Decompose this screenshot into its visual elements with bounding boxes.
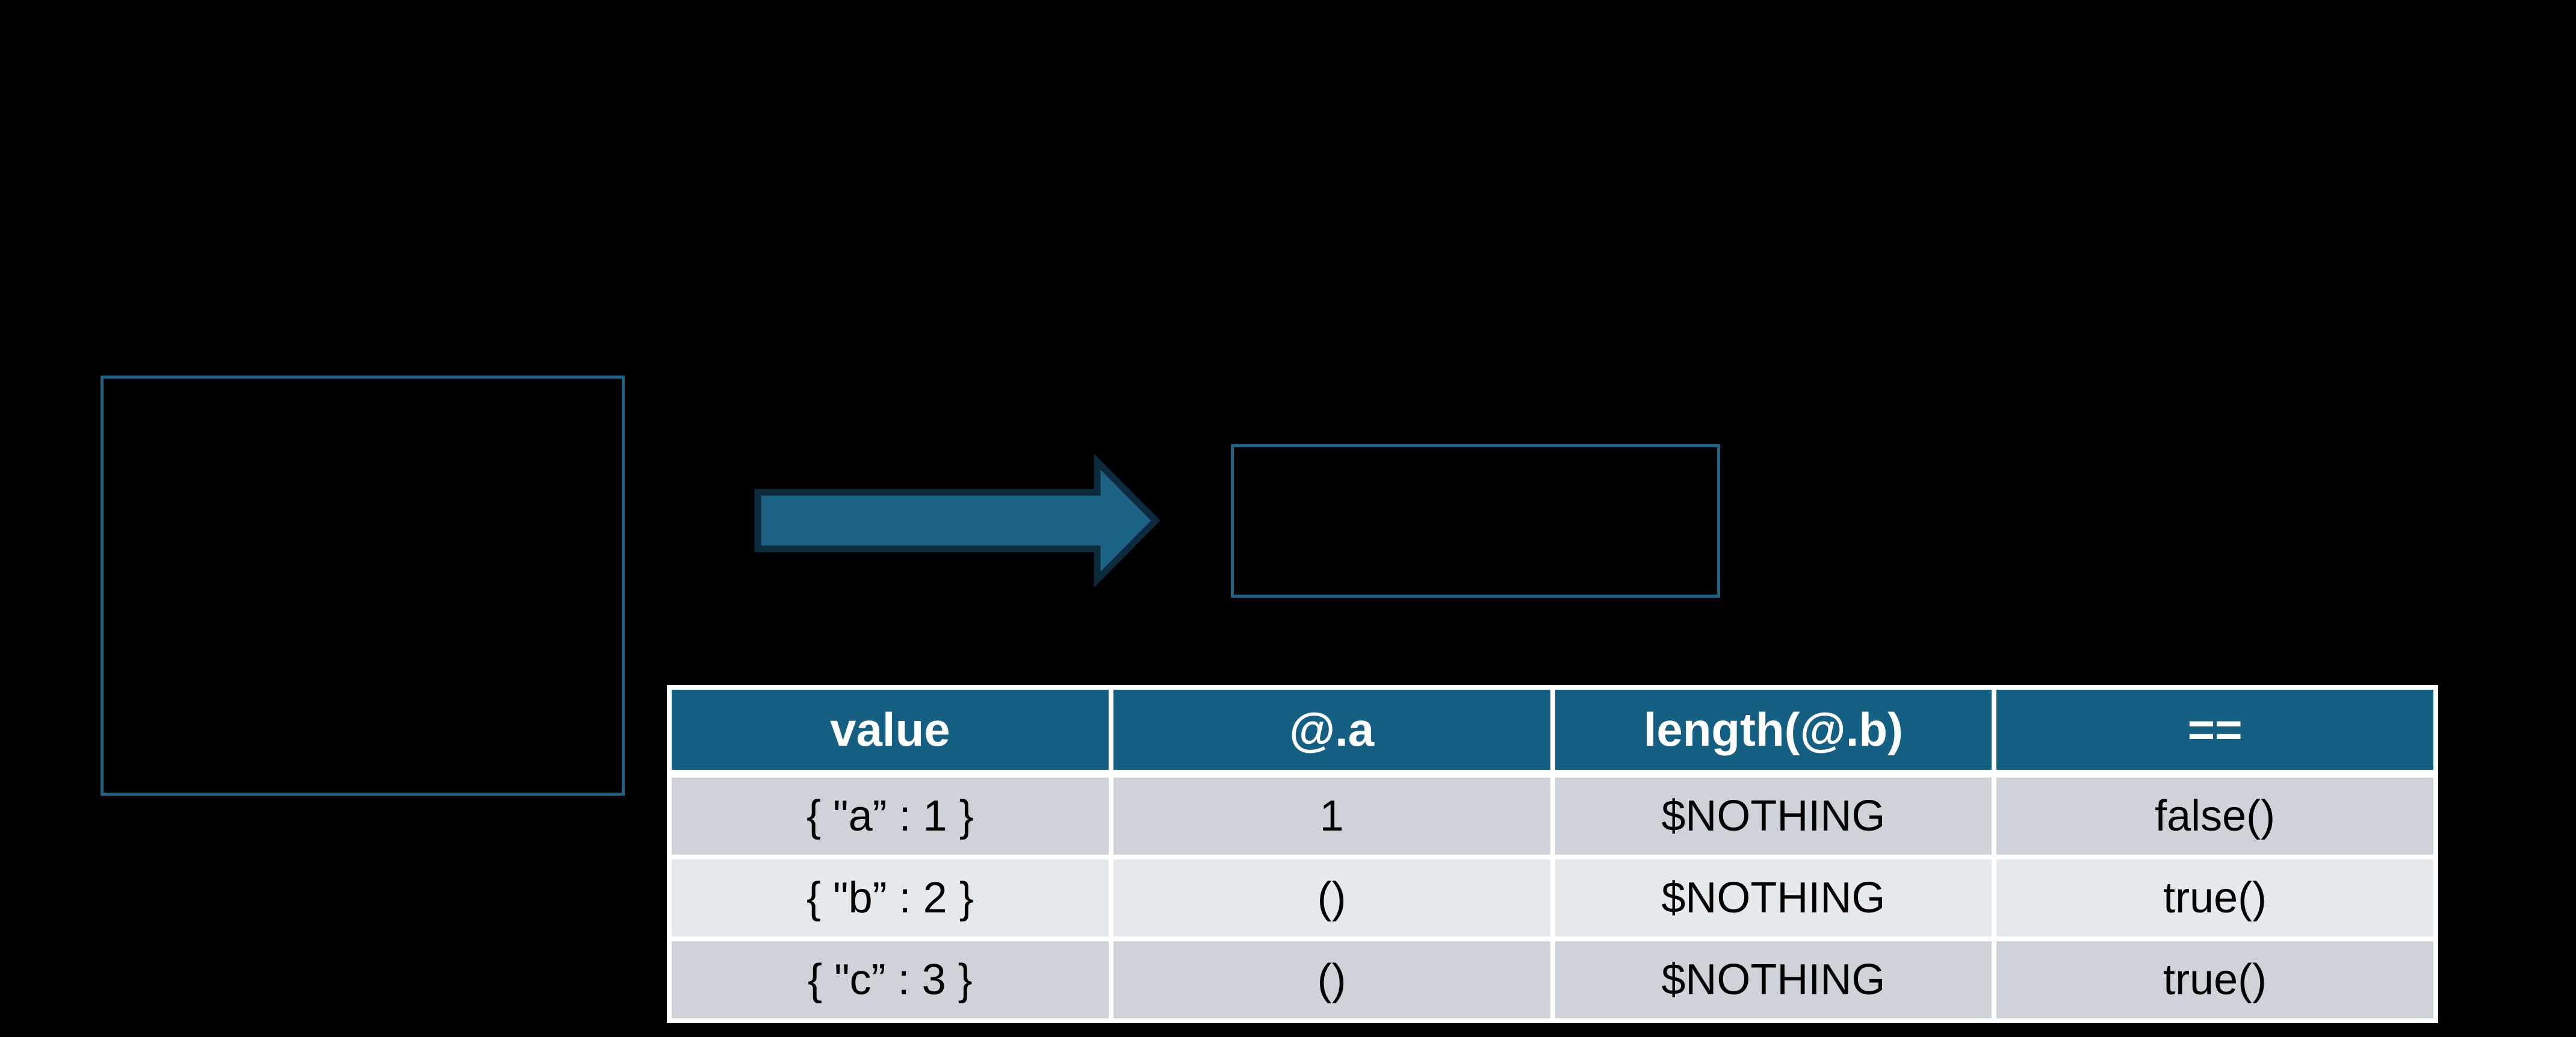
header-cell-equals: == [1996,690,2433,773]
table-cell: 1 [1113,778,1550,855]
right-box [1231,444,1720,598]
header-cell-value: value [672,690,1109,773]
table-cell: () [1113,941,1550,1018]
table-cell: true() [1996,859,2433,936]
left-box [101,376,625,796]
table-cell: true() [1996,941,2433,1018]
table-row: { "a” : 1 } 1 $NOTHING false() [672,778,2433,855]
table-cell: () [1113,859,1550,936]
right-arrow-shape [754,453,1160,588]
table-cell: { "b” : 2 } [672,859,1109,936]
table-cell: $NOTHING [1555,859,1992,936]
table-cell: { "c” : 3 } [672,941,1109,1018]
table-row: { "b” : 2 } () $NOTHING true() [672,859,2433,936]
table-cell: $NOTHING [1555,941,1992,1018]
table-cell: false() [1996,778,2433,855]
table-cell: { "a” : 1 } [672,778,1109,855]
table-row: { "c” : 3 } () $NOTHING true() [672,941,2433,1018]
table-cell: $NOTHING [1555,778,1992,855]
header-cell-length: length(@.b) [1555,690,1992,773]
results-table: value @.a length(@.b) == { "a” : 1 } 1 $… [667,685,2438,1023]
header-cell-at-a: @.a [1113,690,1550,773]
table-header-row: value @.a length(@.b) == [672,690,2433,773]
